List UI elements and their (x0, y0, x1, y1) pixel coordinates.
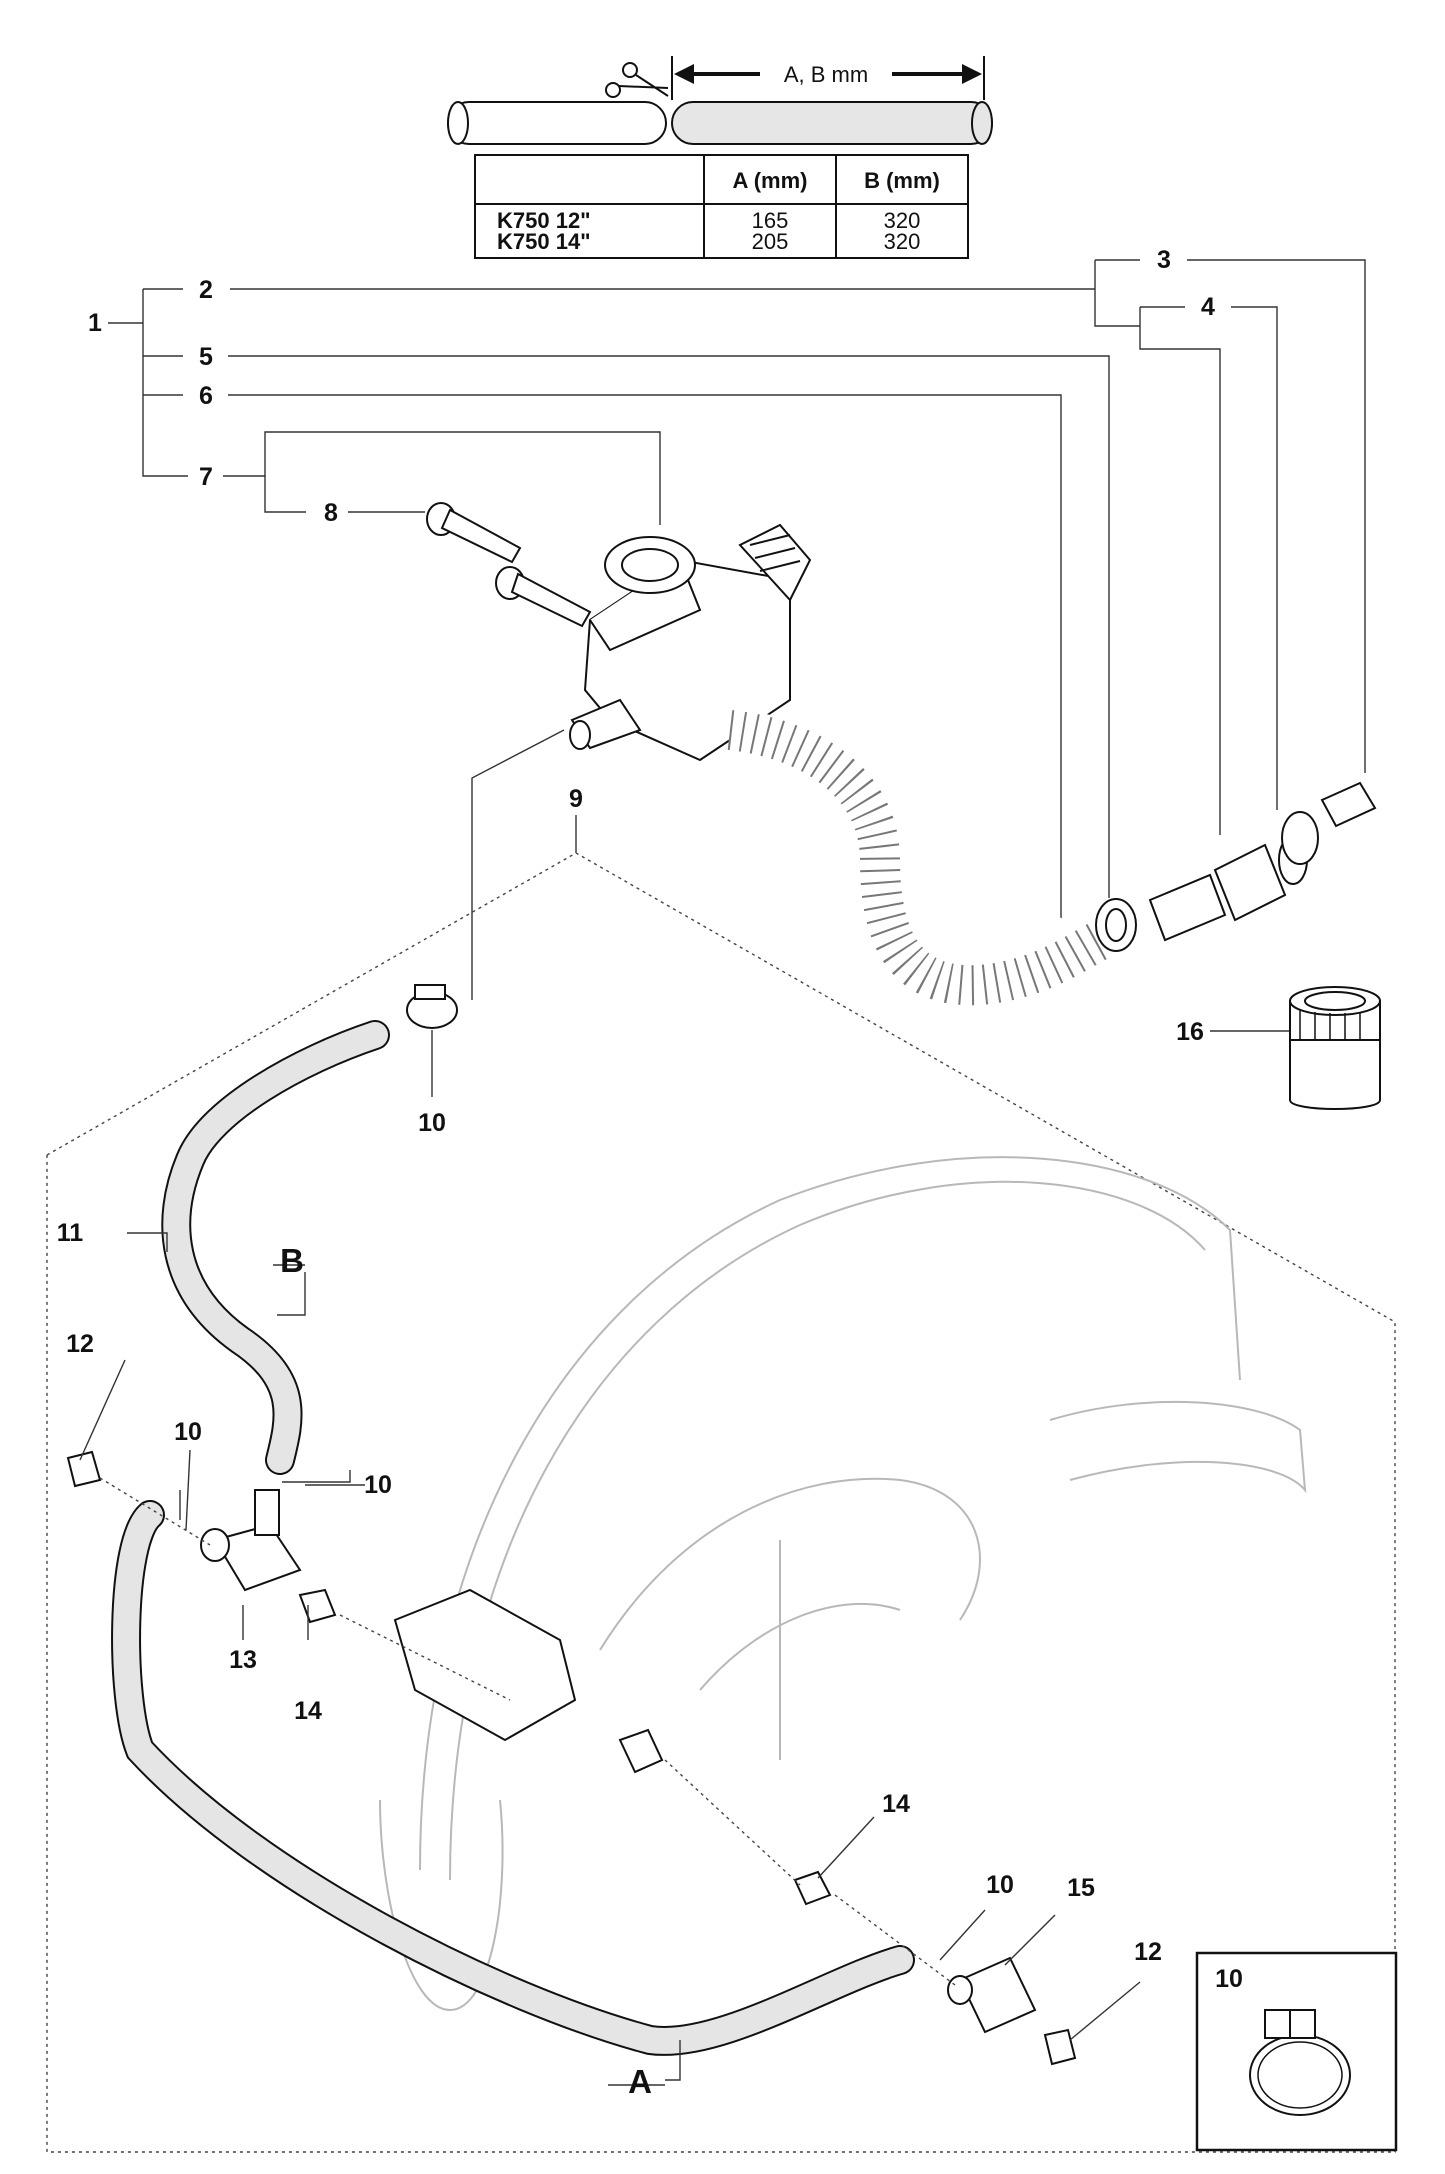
plug-icon (66, 1450, 102, 1488)
dimension-table: A (mm) B (mm) K750 12" 165 320 K750 14" … (474, 154, 969, 259)
table-row-a: 165 (752, 208, 789, 233)
table-row-model: K750 14" (497, 229, 591, 254)
callout-4: 4 (1201, 293, 1215, 321)
water-valve-assembly (426, 502, 1377, 1008)
callout-11: 11 (57, 1219, 84, 1247)
table-header-a: A (mm) (733, 168, 808, 193)
dimension-label: A, B mm (784, 62, 868, 87)
marker-a: A (628, 2063, 652, 2100)
fittings (66, 1450, 1077, 2066)
hose-cut-illustration: A, B mm (447, 56, 993, 145)
table-row-b: 320 (884, 229, 921, 254)
callout-13: 13 (229, 1646, 257, 1674)
blade-guard (379, 1156, 1307, 2012)
callout-12: 12 (1134, 1938, 1162, 1966)
table-row-b: 320 (884, 208, 921, 233)
lower-leader-lines (79, 1232, 1141, 2086)
table-row-a: 205 (752, 229, 789, 254)
callout-1: 1 (88, 309, 102, 337)
callout-5: 5 (199, 343, 213, 371)
hose-long (111, 1500, 915, 2056)
hose-11 (161, 1020, 390, 1475)
assembly-outline (46, 852, 1396, 2153)
table-header-b: B (mm) (864, 168, 940, 193)
leader-lines (108, 259, 1366, 1097)
callout-6: 6 (199, 382, 213, 410)
arrow-left-icon (674, 64, 694, 84)
table-row-model: K750 12" (497, 208, 591, 233)
hose-clamp-icon (406, 984, 458, 1029)
clamp-inset: 10 (1195, 1951, 1398, 2152)
callout-12: 12 (66, 1330, 94, 1358)
callout-2: 2 (199, 276, 213, 304)
quick-coupling-icon (1289, 986, 1381, 1110)
callout-10: 10 (986, 1871, 1014, 1899)
callout-10: 10 (418, 1109, 446, 1137)
callout-9: 9 (569, 785, 583, 813)
callout-3: 3 (1157, 246, 1171, 274)
callout-10: 10 (174, 1418, 202, 1446)
scissors-icon (605, 62, 669, 98)
callout-10: 10 (364, 1471, 392, 1499)
callout-16: 16 (1176, 1018, 1204, 1046)
callout-14: 14 (294, 1697, 322, 1725)
inset-label: 10 (1215, 1965, 1243, 1993)
callout-15: 15 (1067, 1874, 1095, 1902)
callouts: 1 2 3 4 5 6 7 8 9 10 10 10 10 11 12 12 1… (57, 246, 1215, 2100)
screw-icon (426, 502, 592, 628)
marker-b: B (280, 1242, 304, 1279)
callout-14: 14 (882, 1790, 910, 1818)
arrow-right-icon (962, 64, 982, 84)
callout-7: 7 (199, 463, 213, 491)
callout-8: 8 (324, 499, 338, 527)
